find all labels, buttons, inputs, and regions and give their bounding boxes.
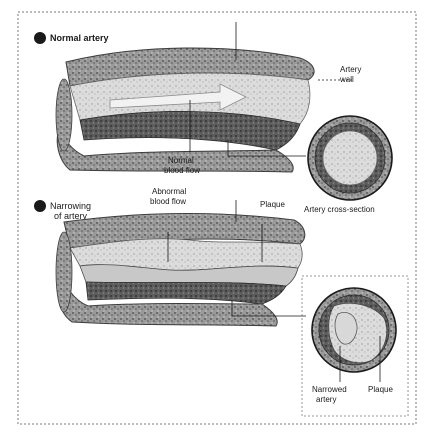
panel-a: A Normal artery Artery wall Normal blood… xyxy=(34,22,392,214)
artery-b-inner-wall xyxy=(86,282,286,304)
plaque-label: Plaque xyxy=(260,200,285,209)
artery-wall-label-line2: wall xyxy=(339,75,354,84)
cross-section-a xyxy=(308,116,392,200)
cross-section-b xyxy=(312,288,396,372)
panel-b: B Narrowing of artery Abnormal blood flo… xyxy=(34,187,408,416)
artery-b-end-cap xyxy=(56,232,72,312)
abnormal-flow-label-line1: Abnormal xyxy=(152,187,186,196)
plaque-cs-label: Plaque xyxy=(368,385,393,394)
cross-section-b-lumen xyxy=(335,312,357,344)
panel-b-marker: B xyxy=(37,202,43,211)
blood-flow-label-line2: blood flow xyxy=(164,166,200,175)
narrowed-artery-label-line2: artery xyxy=(316,395,336,404)
blood-flow-label-line1: Normal xyxy=(168,156,194,165)
panel-a-title: Normal artery xyxy=(50,33,109,43)
abnormal-flow-label-line2: blood flow xyxy=(150,197,186,206)
cross-section-a-lumen xyxy=(323,131,377,185)
cross-section-label: Artery cross-section xyxy=(304,205,375,214)
artery-a-end-cap xyxy=(56,79,72,151)
artery-wall-label-line1: Artery xyxy=(340,65,361,74)
narrowed-artery-label-line1: Narrowed xyxy=(312,385,347,394)
panel-b-title-line1: Narrowing xyxy=(50,201,91,211)
panel-a-marker: A xyxy=(37,34,43,43)
